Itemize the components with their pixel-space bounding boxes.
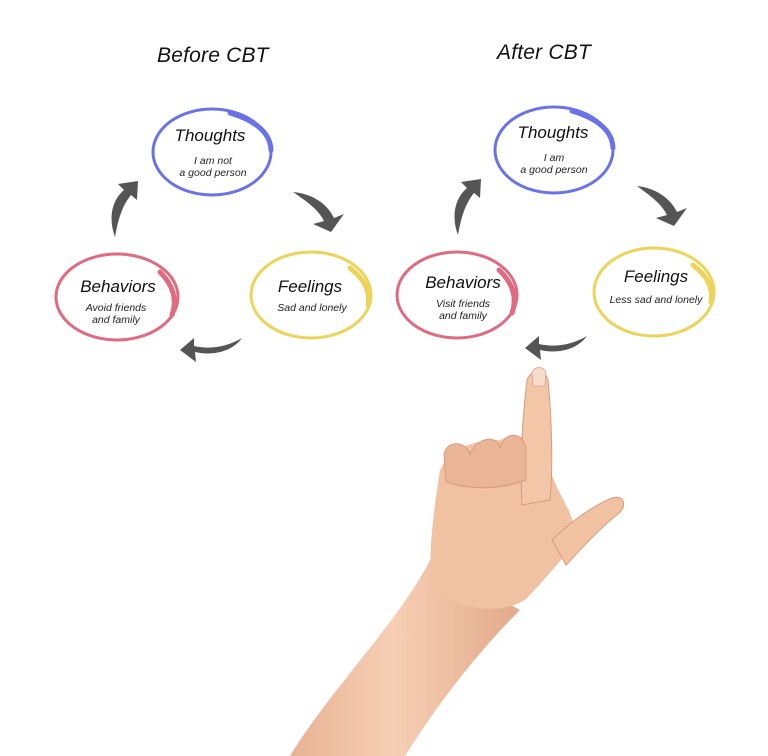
after-thoughts-label: Thoughts <box>517 123 589 142</box>
before-cbt-panel <box>54 107 373 362</box>
after-thoughts-text: I am a good person <box>520 152 588 176</box>
after-behaviors-label: Behaviors <box>425 273 501 292</box>
before-thoughts-text: I am not a good person <box>179 155 247 179</box>
before-behaviors-text: Avoid friends and family <box>85 302 147 326</box>
after-feelings-circle <box>592 246 716 338</box>
after-feelings-text: Less sad and lonely <box>609 294 703 306</box>
after-arrow-behaviors-to-thoughts <box>454 179 481 235</box>
after-thoughts-circle <box>493 105 616 195</box>
after-cbt-title: After CBT <box>497 41 591 64</box>
before-feelings-circle <box>249 250 373 340</box>
index-finger <box>520 371 553 506</box>
before-behaviors-label: Behaviors <box>80 277 156 296</box>
after-behaviors-text: Visit friends and family <box>435 298 491 322</box>
after-arrow-thoughts-to-feelings <box>637 186 687 226</box>
before-behaviors-circle <box>54 252 180 342</box>
before-cbt-title: Before CBT <box>157 44 269 67</box>
fingernail <box>531 367 547 387</box>
before-arrow-thoughts-to-feelings <box>293 192 344 232</box>
pointing-hand-image <box>290 367 625 756</box>
after-behaviors-circle <box>395 250 519 340</box>
before-feelings-label: Feelings <box>277 277 343 296</box>
arm <box>290 560 520 756</box>
before-arrow-feelings-to-behaviors <box>180 338 242 362</box>
curled-fingers <box>443 434 527 489</box>
thumb <box>551 496 625 566</box>
before-arrow-behaviors-to-thoughts <box>111 181 138 237</box>
after-feelings-label: Feelings <box>623 267 689 286</box>
before-thoughts-circle <box>151 107 274 197</box>
after-cbt-panel <box>395 105 716 360</box>
before-thoughts-label: Thoughts <box>174 126 246 145</box>
before-feelings-text: Sad and lonely <box>277 302 347 314</box>
after-arrow-feelings-to-behaviors <box>525 336 587 360</box>
